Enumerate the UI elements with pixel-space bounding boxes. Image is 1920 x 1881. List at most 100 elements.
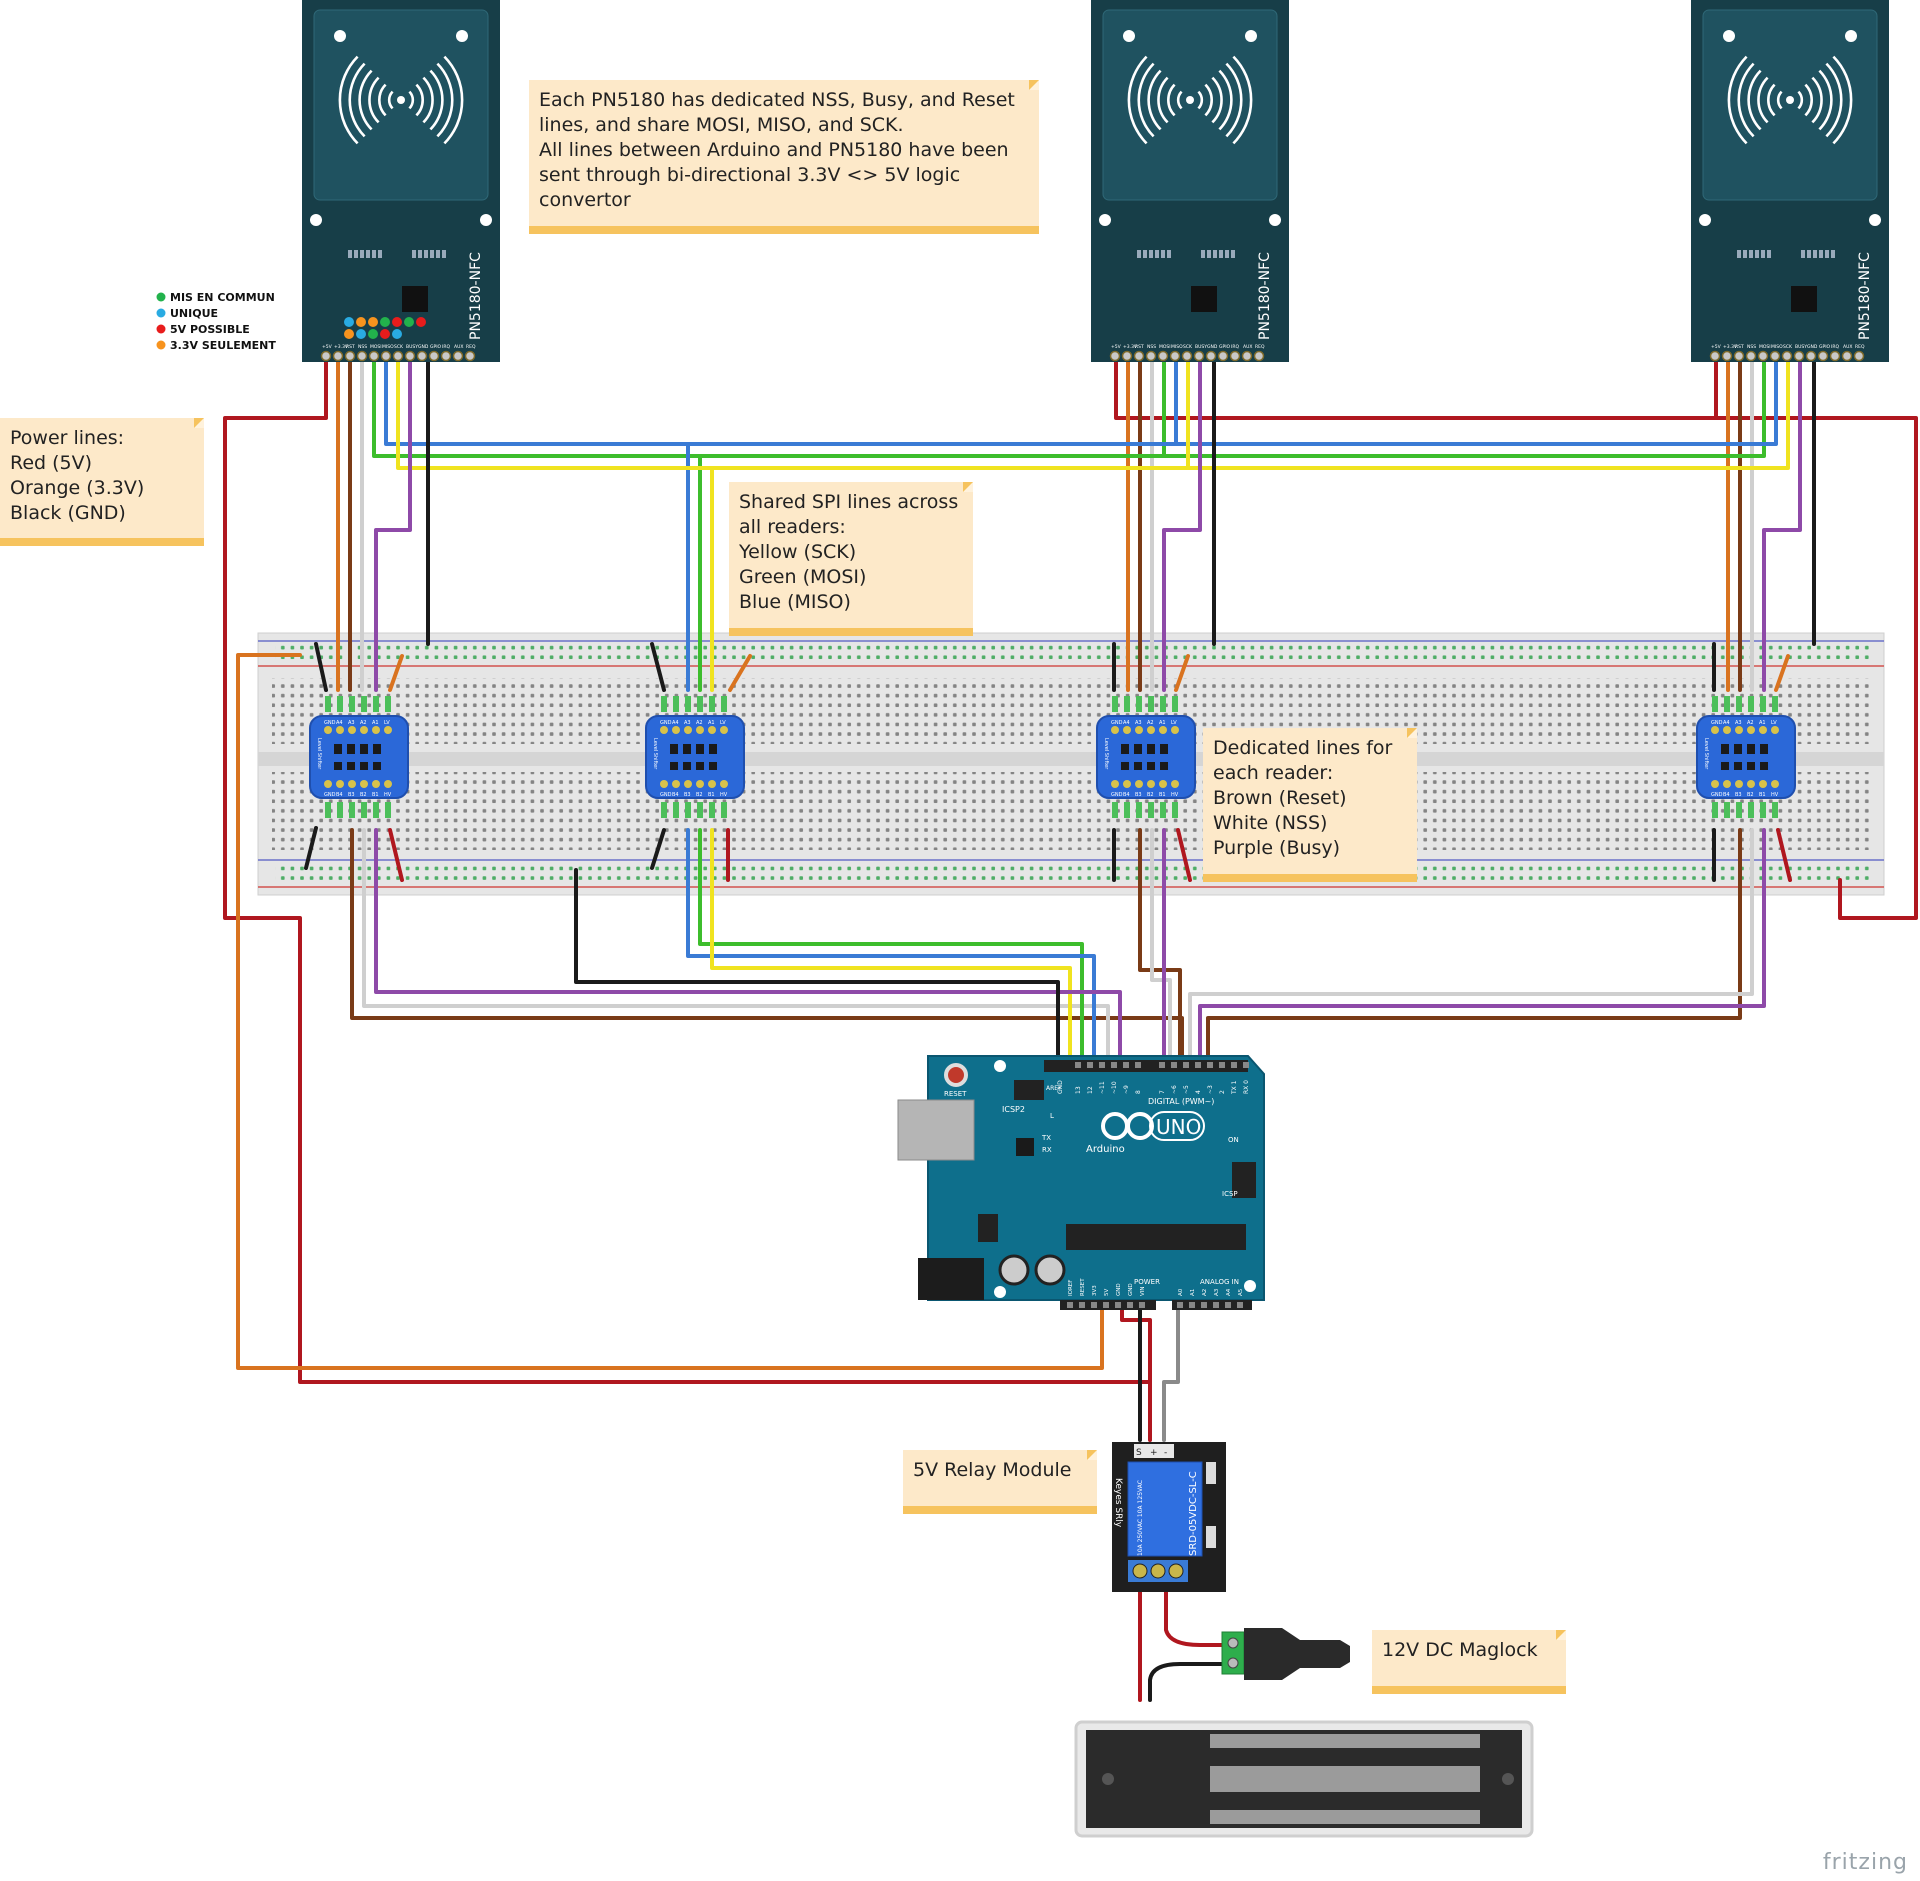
converter-header-pin (1772, 802, 1778, 818)
jumper-wire (1776, 828, 1792, 882)
pin-marker-dot (344, 329, 354, 339)
reader-pin (440, 350, 452, 362)
reader-pin-label: NSS (1747, 344, 1756, 350)
converter-header-pin (373, 802, 379, 818)
converter-pin-label: B1 (708, 792, 715, 798)
legend-label: UNIQUE (170, 307, 218, 320)
reader-pin-label: BUSY (1195, 344, 1207, 350)
converter-pin-label: B2 (1747, 792, 1754, 798)
note-line: Yellow (SCK) (739, 541, 857, 563)
note-line: Orange (3.3V) (10, 477, 145, 499)
wire-white-nss (362, 828, 1110, 1062)
converter-header-pin (1748, 696, 1754, 712)
converter-header-pin (325, 696, 331, 712)
mount-hole-icon (1502, 1773, 1514, 1785)
jumper-wire (650, 642, 666, 692)
converter-header-pin (661, 802, 667, 818)
analog-pin (1189, 1302, 1195, 1308)
wire-black-gnd (574, 868, 1060, 1062)
maglock (1074, 1720, 1534, 1838)
relay-pin-minus: - (1164, 1448, 1167, 1458)
converter-pin-label: B1 (1759, 792, 1766, 798)
digital-pin (1159, 1062, 1165, 1068)
reader-pin-label: GPIO (1219, 344, 1231, 350)
converter-header-pin (709, 802, 715, 818)
power-pin-label: VIN (1140, 1287, 1146, 1297)
converter-header-pin (1112, 802, 1118, 818)
reader-pin (1757, 350, 1769, 362)
converter-pin-label: B4 (1123, 792, 1130, 798)
note-line: 12V DC Maglock (1382, 1639, 1538, 1661)
pin-marker-dot (404, 317, 414, 327)
converter-header-pin (1172, 696, 1178, 712)
jumper-wire (1774, 654, 1790, 692)
converter-pin-label: A3 (1135, 720, 1142, 726)
converter-pin-label: GND (324, 720, 336, 726)
power-pin-label: GND (1116, 1283, 1122, 1296)
reader-pin-label: +5V (1111, 344, 1122, 350)
pin-marker-dot (380, 317, 390, 327)
jumper-wire (1176, 828, 1192, 882)
reader-pin (1733, 350, 1745, 362)
converter-header-pin (1160, 802, 1166, 818)
wire-white-nss (1150, 828, 1172, 1062)
jumper-wire (728, 654, 752, 692)
jumper-wire (650, 828, 666, 870)
reader-pin (452, 350, 464, 362)
screw-icon (1227, 1657, 1239, 1669)
converter-header-pin (661, 696, 667, 712)
wire-purple-busy (1762, 353, 1802, 692)
digital-pin-label: 8 (1135, 1090, 1142, 1094)
reader-pin-label: REQ (1855, 344, 1865, 350)
reader-pin-label: RST (1135, 344, 1144, 350)
digital-pin-label: ~10 (1111, 1081, 1118, 1094)
reader-pin-label: MISO (1171, 344, 1183, 350)
legend-label: MIS EN COMMUN (170, 291, 275, 304)
power-pin-label: 3V3 (1092, 1285, 1098, 1296)
digital-pin-label: 2 (1219, 1090, 1226, 1094)
jumper-wire (388, 654, 404, 692)
dc-barrel-adapter (1221, 1628, 1350, 1680)
note-line: 5V Relay Module (913, 1459, 1072, 1481)
digital-pin-label: ~9 (1123, 1085, 1130, 1094)
reader-pin (1109, 350, 1121, 362)
converter-pin-label: A2 (696, 720, 703, 726)
converter-pin-label: LV (384, 720, 390, 726)
converter-pin-label: A4 (336, 720, 343, 726)
converter-pin-label: LV (1771, 720, 1777, 726)
converter-header-pin (373, 696, 379, 712)
converter-pin-label: A3 (1735, 720, 1742, 726)
converter-header-pin (1112, 696, 1118, 712)
screw-icon (1227, 1637, 1239, 1649)
converter-pin-label: GND (660, 720, 672, 726)
power-pin (1079, 1302, 1085, 1308)
note-line: lines, and share MOSI, MISO, and SCK. (539, 114, 904, 136)
converter-text: Level Shifter (1103, 738, 1109, 770)
converter-header-pin (349, 802, 355, 818)
reader-pin (1157, 350, 1169, 362)
pin-marker-dot (368, 317, 378, 327)
reset-button[interactable] (944, 1063, 968, 1087)
note-line: Blue (MISO) (739, 591, 851, 613)
jumper-wire (388, 828, 404, 882)
note-line: each reader: (1213, 762, 1334, 784)
reader-pin-label: IRQ (1231, 344, 1239, 350)
converter-pin-label: B4 (336, 792, 343, 798)
wire-blue-miso (686, 828, 1096, 1062)
converter-pin-label: LV (1171, 720, 1177, 726)
reader-pin (332, 350, 344, 362)
reader-pin-label: MOSI (370, 344, 382, 350)
reader-pin (356, 350, 368, 362)
converter-header-pin (673, 802, 679, 818)
digital-pin-label: 4 (1195, 1090, 1202, 1094)
reader-pin (1217, 350, 1229, 362)
reader-pin-label: MOSI (1159, 344, 1171, 350)
led-label-rx: RX (1042, 1146, 1052, 1154)
reader-label: PN5180-NFC (1857, 252, 1873, 340)
